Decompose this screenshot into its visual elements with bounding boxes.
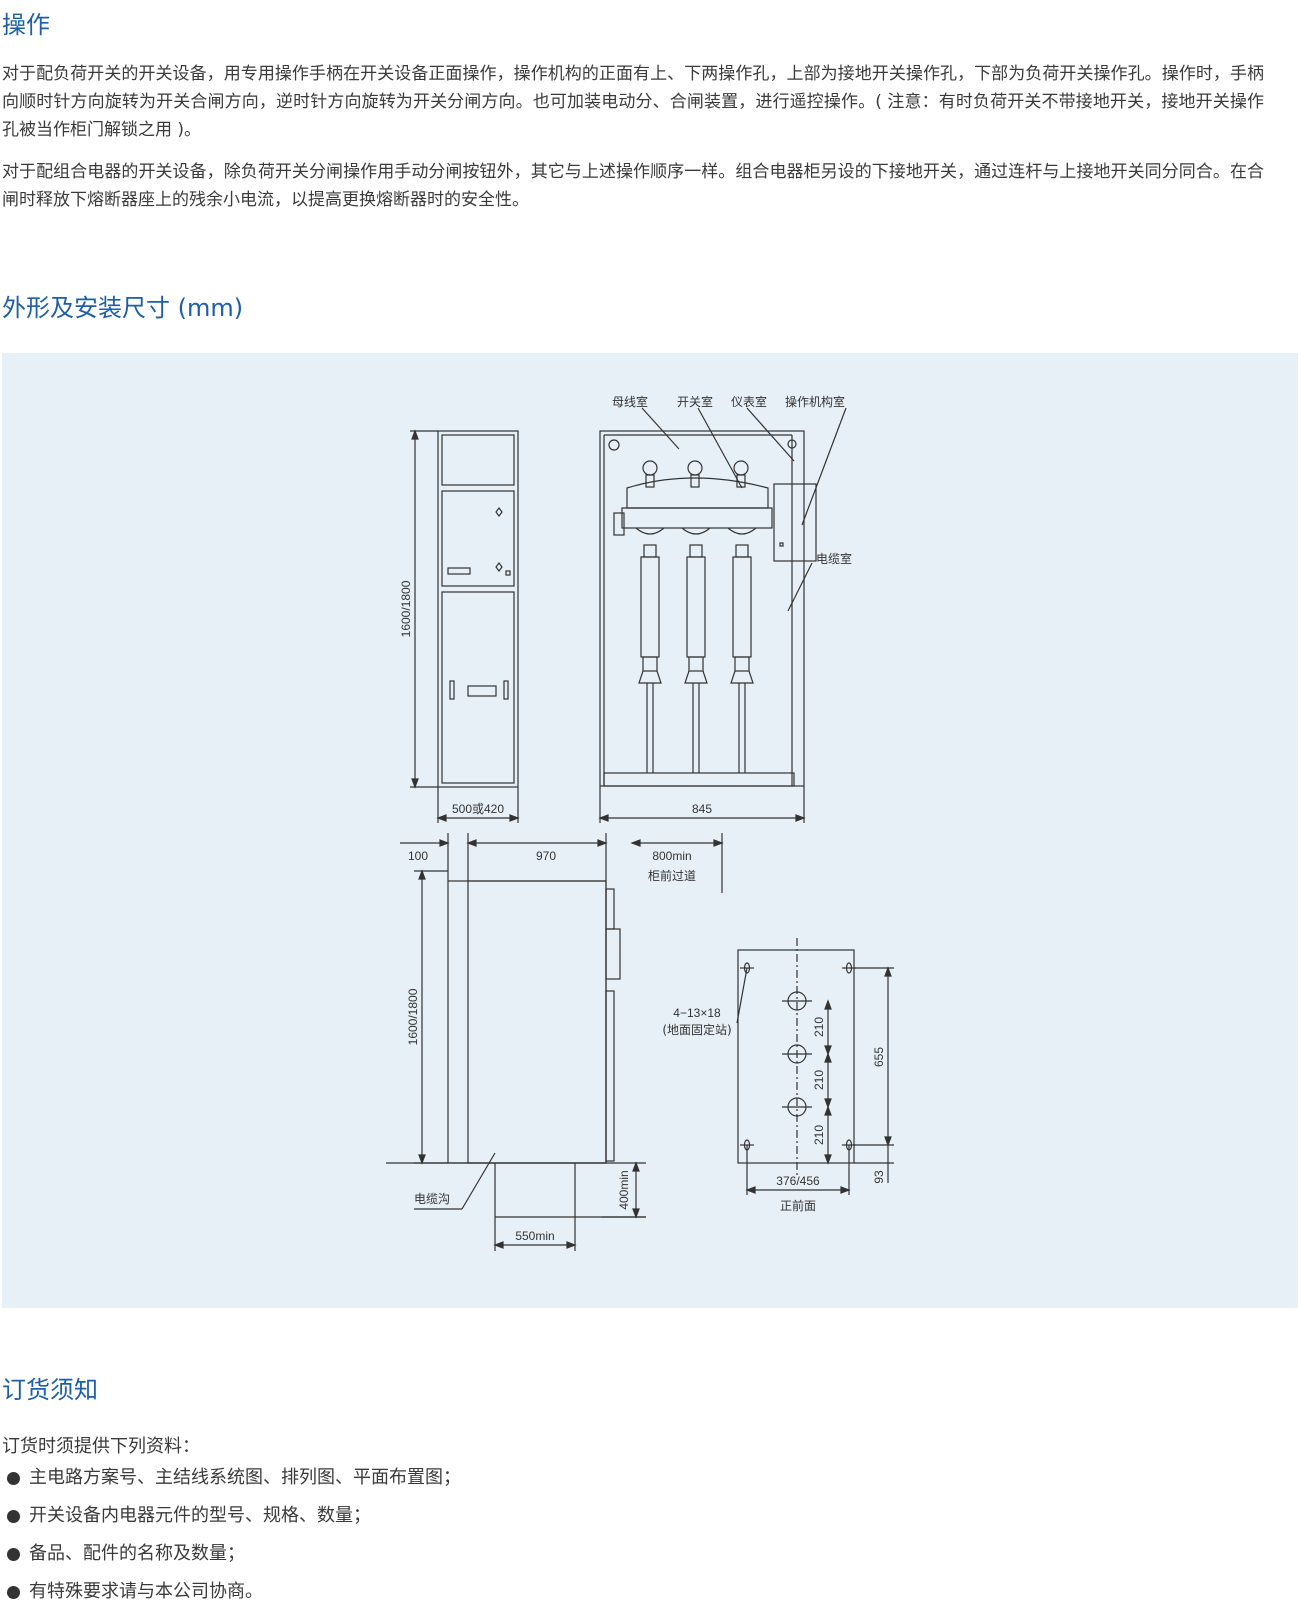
list-item: 开关设备内电器元件的型号、规格、数量； xyxy=(2,1497,461,1535)
offset-dim: 100 xyxy=(408,849,428,863)
label-anchor: 4−13×18 xyxy=(673,1006,721,1020)
depth-dim: 970 xyxy=(536,849,556,863)
front-width-dim: 500或420 xyxy=(452,802,504,816)
operation-heading: 操作 xyxy=(2,11,50,39)
hole-spacing-dim: 210 xyxy=(812,1070,826,1090)
hole-spacing-dim: 210 xyxy=(812,1017,826,1037)
operation-paragraph: 对于配组合电器的开关设备，除负荷开关分闸操作用手动分闸按钮外，其它与上述操作顺序… xyxy=(2,162,1264,210)
side-width-dim: 845 xyxy=(692,802,712,816)
installation-side-view xyxy=(386,833,724,1251)
list-item: 有特殊要求请与本公司协商。 xyxy=(2,1573,461,1611)
base-width-dim: 376/456 xyxy=(776,1174,820,1188)
label-instrument: 仪表室 xyxy=(731,394,767,409)
dimensions-heading: 外形及安装尺寸 (mm) xyxy=(2,294,244,322)
base-plan-view xyxy=(736,938,894,1195)
base-offset-dim: 93 xyxy=(872,1170,886,1184)
front-view-cabinet xyxy=(410,429,520,823)
list-item-text: 有特殊要求请与本公司协商。 xyxy=(29,1581,263,1602)
trench-width-dim: 550min xyxy=(515,1229,554,1243)
dimension-drawing: 1600/1800 500或420 xyxy=(386,394,894,1251)
bullet-icon xyxy=(7,1585,20,1599)
ordering-intro: 订货时须提供下列资料： xyxy=(2,1436,200,1457)
label-front-face: 正前面 xyxy=(780,1198,816,1213)
trench-depth-dim: 400min xyxy=(617,1170,631,1209)
label-cable-room: 电缆室 xyxy=(816,551,852,566)
install-height-dim: 1600/1800 xyxy=(406,988,420,1045)
bullet-icon xyxy=(7,1547,20,1561)
bullet-icon xyxy=(7,1509,20,1523)
aisle-dim: 800min xyxy=(652,849,691,863)
dimension-drawing-panel: 1600/1800 500或420 xyxy=(2,353,1298,1308)
hole-spacing-dim: 210 xyxy=(812,1125,826,1145)
label-anchor-note: (地面固定站) xyxy=(662,1022,731,1037)
list-item-text: 主电路方案号、主结线系统图、排列图、平面布置图； xyxy=(29,1467,461,1488)
label-mechanism: 操作机构室 xyxy=(785,394,845,409)
ordering-list: 主电路方案号、主结线系统图、排列图、平面布置图； 开关设备内电器元件的型号、规格… xyxy=(2,1459,461,1611)
list-item-text: 备品、配件的名称及数量； xyxy=(29,1543,245,1564)
ordering-heading: 订货须知 xyxy=(2,1376,98,1404)
label-switch: 开关室 xyxy=(677,394,713,409)
list-item-text: 开关设备内电器元件的型号、规格、数量； xyxy=(29,1505,371,1526)
label-cable-trench: 电缆沟 xyxy=(414,1192,450,1206)
front-height-dim: 1600/1800 xyxy=(399,580,413,637)
side-section-view xyxy=(598,407,847,823)
operation-paragraph: 对于配负荷开关的开关设备，用专用操作手柄在开关设备正面操作，操作机构的正面有上、… xyxy=(2,64,1264,140)
list-item: 主电路方案号、主结线系统图、排列图、平面布置图； xyxy=(2,1459,461,1497)
list-item: 备品、配件的名称及数量； xyxy=(2,1535,461,1573)
label-front-aisle: 柜前过道 xyxy=(648,868,696,883)
base-span-dim: 655 xyxy=(872,1047,886,1067)
label-busbar: 母线室 xyxy=(612,394,648,409)
bullet-icon xyxy=(7,1471,20,1485)
